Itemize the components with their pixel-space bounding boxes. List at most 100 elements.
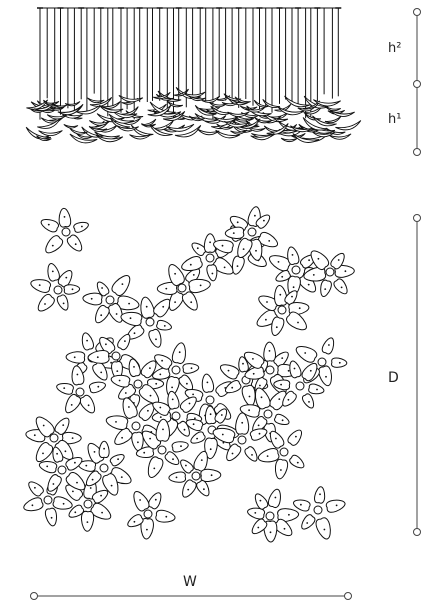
petal-dot	[293, 367, 296, 370]
petal-side	[280, 137, 298, 143]
petal-dot	[344, 270, 347, 273]
petal-side	[95, 134, 124, 143]
petal-side	[173, 88, 189, 97]
petal-dot	[258, 432, 261, 435]
petal-plan	[295, 345, 318, 363]
h1-label: h¹	[388, 112, 401, 127]
petal-dot	[63, 387, 66, 389]
petal-side	[188, 95, 206, 102]
petal-dot	[143, 451, 146, 454]
petal-dot	[63, 216, 66, 218]
petal-dot	[308, 401, 310, 403]
petal-side	[163, 124, 186, 133]
petal-side	[239, 105, 258, 111]
petal-side	[329, 133, 352, 140]
petal-dot	[283, 527, 286, 530]
petal-dot	[210, 474, 213, 477]
petal-plan	[255, 387, 271, 410]
petal-plan	[152, 401, 171, 416]
petal-dot	[44, 303, 46, 305]
petal-dot	[110, 361, 112, 364]
petal-plan	[330, 252, 345, 270]
petal-side	[213, 116, 239, 123]
petal-dot	[105, 343, 107, 346]
petal-dot	[155, 338, 157, 341]
petal-dot	[187, 488, 190, 491]
petal-dot	[96, 356, 99, 359]
petal-plan	[79, 394, 96, 414]
petal-dot	[304, 352, 307, 354]
flower-hub	[145, 317, 155, 327]
petal-dot	[277, 261, 280, 263]
petal-plan	[289, 454, 305, 469]
petal-dot	[103, 447, 105, 450]
petal-dot	[145, 305, 148, 308]
petal-plan	[147, 456, 164, 478]
petal-dot	[189, 263, 192, 266]
petal-plan	[171, 342, 186, 365]
petal-side	[215, 129, 241, 139]
petal-dot	[222, 441, 225, 444]
width-label: W	[183, 574, 197, 590]
petal-side	[234, 96, 251, 104]
petal-plan	[114, 427, 133, 445]
petal-side	[112, 110, 138, 119]
petal-dot	[223, 266, 226, 269]
petal-dot	[159, 406, 162, 409]
petal-plan	[65, 457, 83, 471]
petal-dot	[100, 371, 103, 374]
petal-plan	[184, 388, 204, 402]
petal-dot	[149, 367, 151, 369]
petal-plan	[176, 420, 190, 437]
petal-dot	[257, 424, 260, 427]
petal-dot	[115, 421, 117, 423]
petal-plan	[44, 507, 57, 527]
petal-dot	[121, 436, 123, 439]
petal-dot	[100, 314, 103, 317]
petal-plan	[201, 373, 215, 393]
petal-side	[302, 117, 329, 131]
flower-hub	[325, 267, 335, 277]
flower-hub	[265, 511, 275, 521]
flower-hub	[99, 463, 109, 473]
petal-dot	[236, 265, 239, 267]
width-dimension	[30, 592, 352, 600]
petal-dot	[188, 402, 191, 405]
petal-dot	[139, 499, 142, 501]
petal-dot	[86, 339, 88, 342]
petal-plan	[109, 454, 125, 467]
petal-dot	[162, 305, 165, 308]
petal-dot	[127, 406, 130, 408]
petal-side	[245, 106, 266, 113]
petal-dot	[128, 302, 131, 305]
petal-dot	[73, 356, 76, 359]
petal-dot	[155, 382, 158, 385]
petal-plan	[23, 497, 44, 512]
petal-plan	[287, 429, 302, 446]
petal-dot	[254, 214, 256, 217]
petal-dot	[146, 528, 148, 531]
petal-dot	[117, 458, 119, 461]
petal-plan	[269, 255, 291, 272]
petal-dot	[328, 344, 330, 346]
flower-hub	[279, 447, 289, 457]
petal-plan	[282, 390, 297, 407]
petal-side	[266, 123, 289, 135]
petal-dot	[221, 433, 224, 436]
petal-dot	[62, 502, 65, 505]
petal-dot	[248, 395, 251, 398]
petal-side	[63, 124, 79, 129]
petal-side	[201, 95, 221, 103]
petal-plan	[190, 431, 206, 444]
petal-plan	[271, 316, 285, 336]
petal-side	[166, 100, 184, 108]
h2-top-marker	[413, 8, 421, 16]
petal-plan	[180, 396, 197, 413]
flower-hub	[111, 351, 121, 361]
petal-plan	[244, 446, 258, 462]
petal-plan	[320, 279, 332, 297]
petal-plan	[188, 278, 211, 294]
petal-dot	[120, 476, 123, 478]
w-right-marker	[344, 592, 352, 600]
